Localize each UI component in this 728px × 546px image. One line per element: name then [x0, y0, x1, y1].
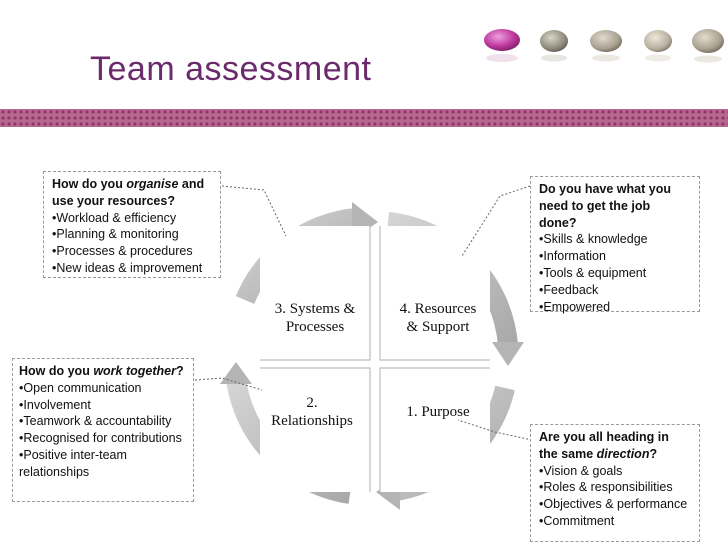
connector-direction [457, 419, 533, 441]
list-item: Involvement [19, 397, 185, 414]
cycle-arrow-ring [226, 208, 518, 504]
organise-box: How do you organise and use your resourc… [43, 171, 221, 278]
arrowhead-left [220, 362, 252, 384]
direction-box: Are you all heading in the same directio… [530, 424, 700, 542]
quadrant-resources-line2: & Support [407, 319, 471, 335]
list-item: Teamwork & accountability [19, 413, 185, 430]
quadrant-relationships-line2: Relationships [271, 413, 353, 429]
list-item: New ideas & improvement [52, 260, 212, 277]
resources-box: Do you have what you need to get the job… [530, 176, 700, 314]
list-item: Skills & knowledge [539, 231, 691, 248]
connector-together [194, 377, 263, 391]
pebbles-decoration [484, 29, 724, 63]
cycle-arrow-left [226, 378, 352, 504]
list-item: Vision & goals [539, 463, 691, 480]
list-item: Commitment [539, 513, 691, 530]
arrowhead-bottom [376, 476, 400, 510]
grey-stone-icon [644, 30, 672, 52]
header-band [0, 109, 728, 127]
connector-lines [194, 185, 533, 441]
list-item: Information [539, 248, 691, 265]
list-item: Feedback [539, 282, 691, 299]
list-item: Planning & monitoring [52, 226, 212, 243]
quadrant-systems-line2: Processes [286, 319, 344, 335]
direction-question: Are you all heading in the same directio… [539, 430, 669, 461]
arrowhead-top [352, 202, 378, 240]
list-item: Empowered [539, 299, 691, 316]
connector-resources [461, 185, 531, 257]
quadrant-systems-line1: 3. Systems & [275, 301, 356, 317]
list-item: Workload & efficiency [52, 210, 212, 227]
organise-question: How do you organise and use your resourc… [52, 177, 205, 208]
together-question: How do you work together? [19, 364, 184, 378]
page-title: Team assessment [90, 50, 372, 88]
quadrant-purpose-line1: 1. Purpose [406, 404, 470, 420]
quadrant-relationships-line1: 2. [306, 395, 317, 411]
list-item: Recognised for contributions [19, 430, 185, 447]
quadrant-resources-line1: 4. Resources [400, 301, 477, 317]
together-box: How do you work together? Open communica… [12, 358, 194, 502]
list-item: Processes & procedures [52, 243, 212, 260]
grey-stone-icon [540, 30, 568, 52]
grey-stone-icon [692, 29, 724, 53]
cycle-arrow-right [386, 212, 518, 346]
cycle-arrow-top [235, 208, 358, 305]
cycle-arrow-bottom [388, 385, 515, 502]
list-item: Tools & equipment [539, 265, 691, 282]
arrowhead-right [492, 342, 524, 366]
list-item: Positive inter-team relationships [19, 447, 185, 481]
list-item: Objectives & performance [539, 496, 691, 513]
connector-organise [221, 185, 287, 237]
grey-stone-icon [590, 30, 622, 52]
pink-stone-icon [484, 29, 520, 51]
list-item: Roles & responsibilities [539, 479, 691, 496]
resources-question: Do you have what you need to get the job… [539, 182, 671, 230]
cycle-arrowheads [220, 202, 524, 510]
list-item: Open communication [19, 380, 185, 397]
